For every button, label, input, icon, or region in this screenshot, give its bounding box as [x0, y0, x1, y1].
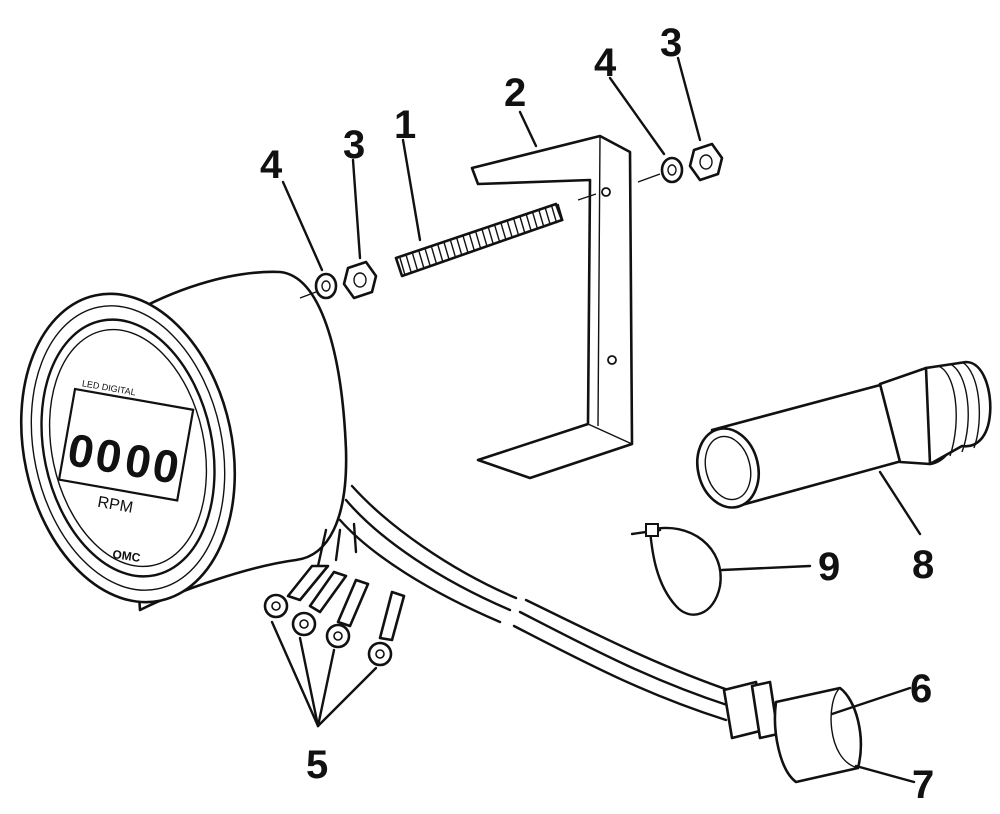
callout-7: 7	[912, 763, 934, 807]
rubber-boot	[696, 360, 992, 509]
mounting-bracket	[470, 134, 634, 480]
callout-1: 1	[394, 103, 416, 147]
rpm-label: RPM	[96, 494, 134, 517]
nut-right	[688, 142, 724, 182]
callout-6: 6	[910, 667, 932, 711]
callout-3-right: 3	[660, 21, 682, 65]
callout-8: 8	[912, 543, 934, 587]
callout-2: 2	[504, 71, 526, 115]
leader-lines	[270, 56, 922, 784]
cable-harness	[338, 484, 736, 722]
callout-labels: 1 2 3 3 4 4 5 6 7 8 9	[260, 21, 934, 807]
tie-strap	[630, 523, 722, 616]
brand-label: OMC	[112, 547, 142, 565]
callout-4-left: 4	[260, 143, 283, 187]
callout-3-left: 3	[343, 123, 365, 167]
washer-left	[314, 272, 338, 300]
ring-terminals	[263, 522, 406, 667]
washer-right	[660, 156, 684, 184]
tachometer-gauge: LED DIGITAL 0 0 0 0 RPM OMC	[19, 270, 348, 612]
connector	[722, 680, 863, 784]
digital-display: LED DIGITAL 0 0 0 0 RPM	[57, 378, 195, 517]
callout-9: 9	[818, 545, 840, 589]
callout-5: 5	[306, 743, 328, 787]
nut-left	[342, 260, 378, 300]
threaded-stud	[394, 202, 564, 278]
callout-4-right: 4	[594, 41, 617, 85]
